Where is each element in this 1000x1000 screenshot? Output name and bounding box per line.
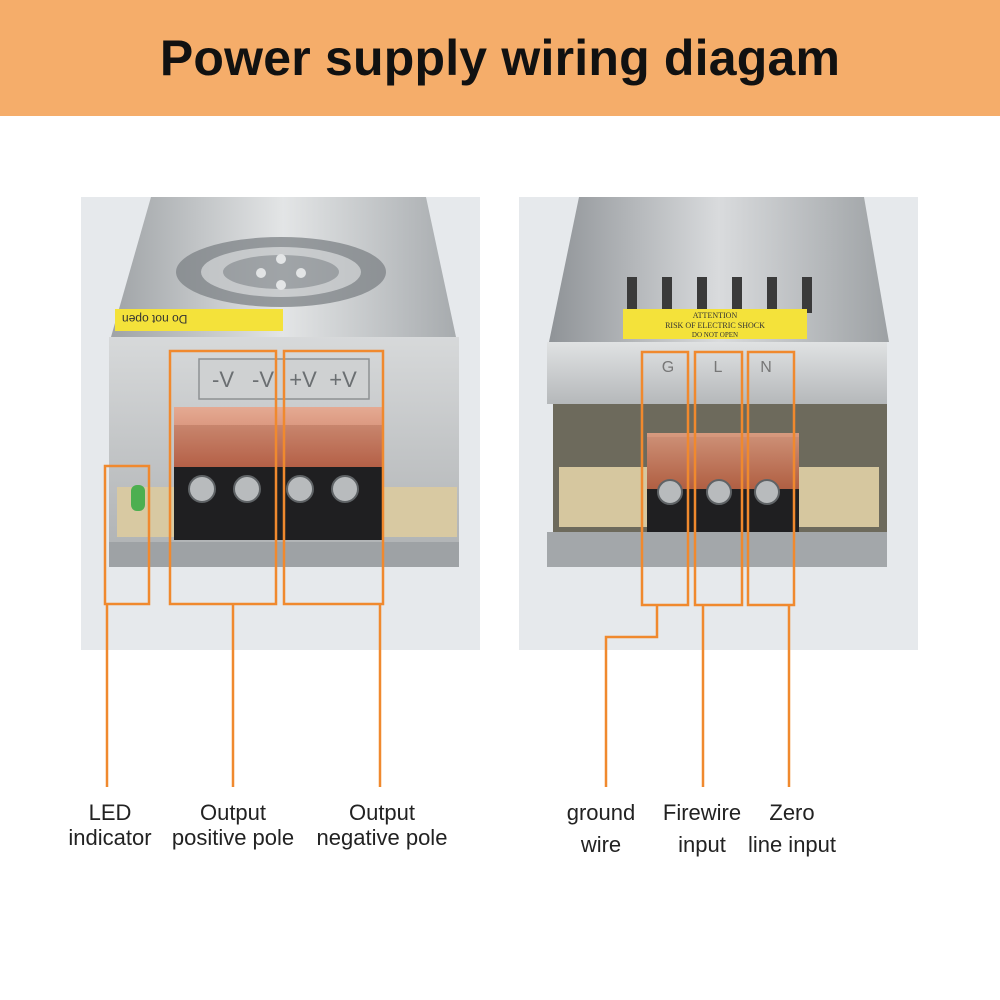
negative-pole-highlight-box (282, 349, 385, 606)
marking-plus-1: +V (289, 367, 317, 392)
output-positive-line2: positive pole (171, 825, 295, 850)
marking-minus-2: -V (252, 367, 274, 392)
vent-slots (627, 277, 812, 313)
terminal-screws (657, 479, 780, 505)
ground-line2: wire (580, 832, 622, 857)
attention-sticker (623, 309, 807, 339)
zero-caption: Zero line input (744, 797, 840, 861)
marking-minus-1: -V (212, 367, 234, 392)
fan-grille-icon (176, 237, 386, 307)
sticker-text: Do not open (122, 312, 187, 326)
output-negative-line2: negative pole (316, 825, 448, 850)
led-highlight-box (103, 464, 151, 606)
firewire-line2: input (678, 832, 726, 857)
title-banner: Power supply wiring diagam (0, 0, 1000, 116)
attention-line-3: DO NOT OPEN (692, 331, 738, 339)
case-base (547, 532, 887, 567)
ground-highlight-box (640, 350, 690, 607)
terminal-cover (174, 407, 382, 467)
input-side-photo: ATTENTION RISK OF ELECTRIC SHOCK DO NOT … (519, 197, 918, 650)
input-side-illustration: ATTENTION RISK OF ELECTRIC SHOCK DO NOT … (547, 197, 889, 567)
attention-line-2: RISK OF ELECTRIC SHOCK (665, 321, 765, 330)
marking-l: L (714, 359, 723, 376)
led-caption-line1: LED (88, 800, 132, 825)
zero-line2: line input (747, 832, 837, 857)
warning-sticker (115, 309, 283, 331)
firewire-caption: Firewire input (656, 797, 748, 861)
led-caption-line2: indicator (68, 825, 152, 850)
output-positive-caption: Output positive pole (165, 800, 301, 850)
positive-pole-highlight-box (168, 349, 278, 606)
output-negative-line1: Output (348, 800, 416, 825)
led-icon (131, 485, 145, 511)
attention-line-1: ATTENTION (693, 311, 738, 320)
ground-caption: ground wire (556, 797, 646, 861)
zero-highlight-box (746, 350, 796, 607)
output-side-illustration: Do not open -V -V +V +V (109, 197, 459, 567)
output-side-photo: Do not open -V -V +V +V (81, 197, 480, 650)
output-positive-line1: Output (199, 800, 267, 825)
marking-g: G (662, 359, 674, 376)
output-negative-caption: Output negative pole (308, 800, 456, 850)
ground-leader-line (604, 605, 659, 787)
firewire-line1: Firewire (662, 800, 742, 825)
led-caption: LED indicator (60, 800, 160, 850)
zero-line1: Zero (769, 800, 815, 825)
page-title: Power supply wiring diagam (159, 30, 841, 86)
marking-plus-2: +V (329, 367, 357, 392)
terminal-screws (188, 475, 359, 503)
marking-n: N (760, 359, 772, 376)
firewire-highlight-box (693, 350, 744, 607)
ground-line1: ground (566, 800, 636, 825)
